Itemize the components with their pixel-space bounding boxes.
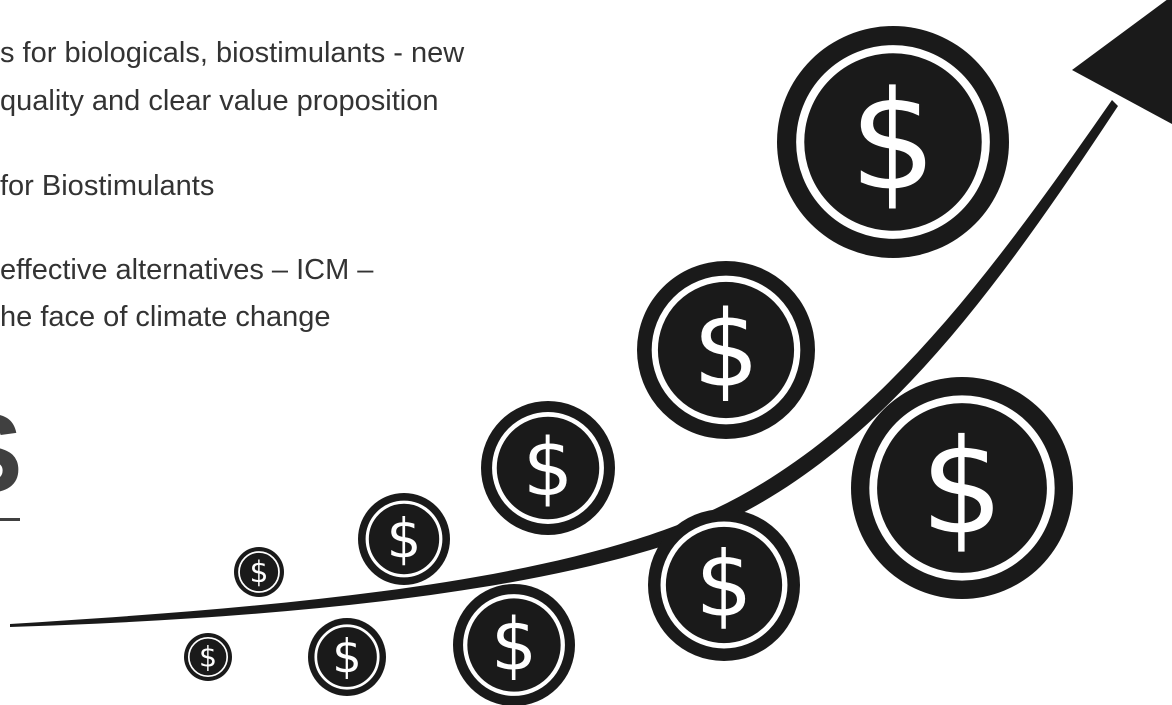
dollar-coin-icon: $ <box>453 584 575 705</box>
dollar-coin-icon: $ <box>637 261 815 439</box>
bullet-line-2: quality and clear value proposition <box>0 85 439 117</box>
growth-arrow-icon <box>10 0 1172 627</box>
dollar-coin-icon: $ <box>234 547 284 597</box>
coin-dollar-symbol: $ <box>491 602 537 686</box>
bullet-line-3: for Biostimulants <box>0 170 215 202</box>
heading-fragment: S <box>0 398 23 510</box>
bullet-line-5: he face of climate change <box>0 301 331 333</box>
coin-dollar-symbol: $ <box>849 62 936 221</box>
coin-dollar-symbol: $ <box>250 555 269 589</box>
dollar-coin-icon: $ <box>481 401 615 535</box>
coin-dollar-symbol: $ <box>693 289 760 411</box>
dollar-coin-icon: $ <box>851 377 1073 599</box>
coin-dollar-symbol: $ <box>523 422 573 514</box>
coin-dollar-symbol: $ <box>695 533 752 637</box>
coin-dollar-symbol: $ <box>332 630 361 684</box>
bullet-line-4: effective alternatives – ICM – <box>0 254 374 286</box>
heading-underline <box>0 518 20 521</box>
dollar-coin-icon: $ <box>648 509 800 661</box>
coin-dollar-symbol: $ <box>920 410 1003 563</box>
dollar-coin-icon: $ <box>358 493 450 585</box>
coin-dollar-symbol: $ <box>387 507 422 570</box>
dollar-coin-icon: $ <box>308 618 386 696</box>
bullet-line-1: s for biologicals, biostimulants - new <box>0 37 465 69</box>
dollar-coin-icon: $ <box>184 633 232 681</box>
coin-dollar-symbol: $ <box>199 641 217 674</box>
dollar-coin-icon: $ <box>777 26 1009 258</box>
